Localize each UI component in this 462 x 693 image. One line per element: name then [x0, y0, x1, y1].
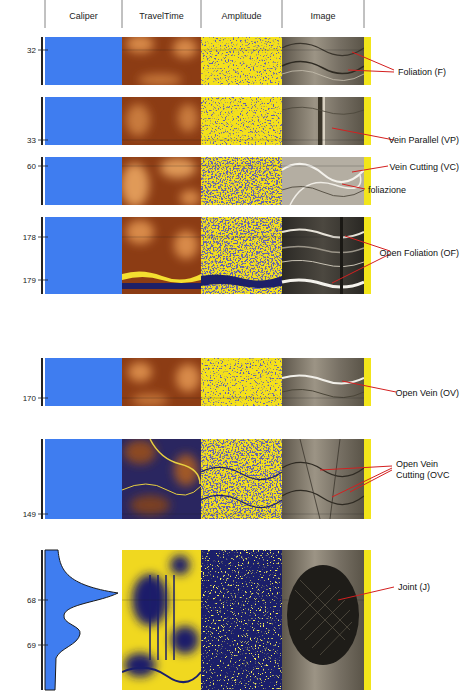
column-header: Amplitude: [221, 11, 261, 22]
callout-label: Open Foliation (OF): [379, 248, 459, 259]
depth-value: 170: [23, 393, 36, 404]
depth-value: 68: [27, 595, 36, 606]
callout-label: Vein Cutting (VC): [389, 162, 459, 173]
header-rules: [45, 0, 364, 28]
log-panel: [38, 97, 371, 145]
column-header: Caliper: [69, 11, 98, 22]
log-panel: [38, 157, 371, 207]
depth-value: 69: [27, 640, 36, 651]
callout-label: Open Vein (OV): [395, 388, 459, 399]
callout-label: Joint (J): [398, 582, 430, 593]
leader-lines: [320, 52, 396, 600]
callout-label: Vein Parallel (VP): [388, 135, 459, 146]
column-header: TravelTime: [139, 11, 183, 22]
log-panel: [38, 358, 371, 406]
callout-label: Open Vein Cutting (OVC: [396, 459, 458, 481]
log-panel: [38, 217, 371, 294]
depth-value: 60: [27, 161, 36, 172]
column-header: Image: [310, 11, 335, 22]
depth-value: 179: [23, 275, 36, 286]
callout-label: Foliation (F): [398, 67, 446, 78]
depth-value: 32: [27, 45, 36, 56]
log-panel: [38, 439, 371, 519]
depth-value: 178: [23, 232, 36, 243]
log-panel: [38, 550, 371, 690]
depth-value: 33: [27, 135, 36, 146]
depth-value: 149: [23, 509, 36, 520]
callout-label: foliazione: [368, 185, 406, 196]
log-panel: [38, 35, 371, 86]
